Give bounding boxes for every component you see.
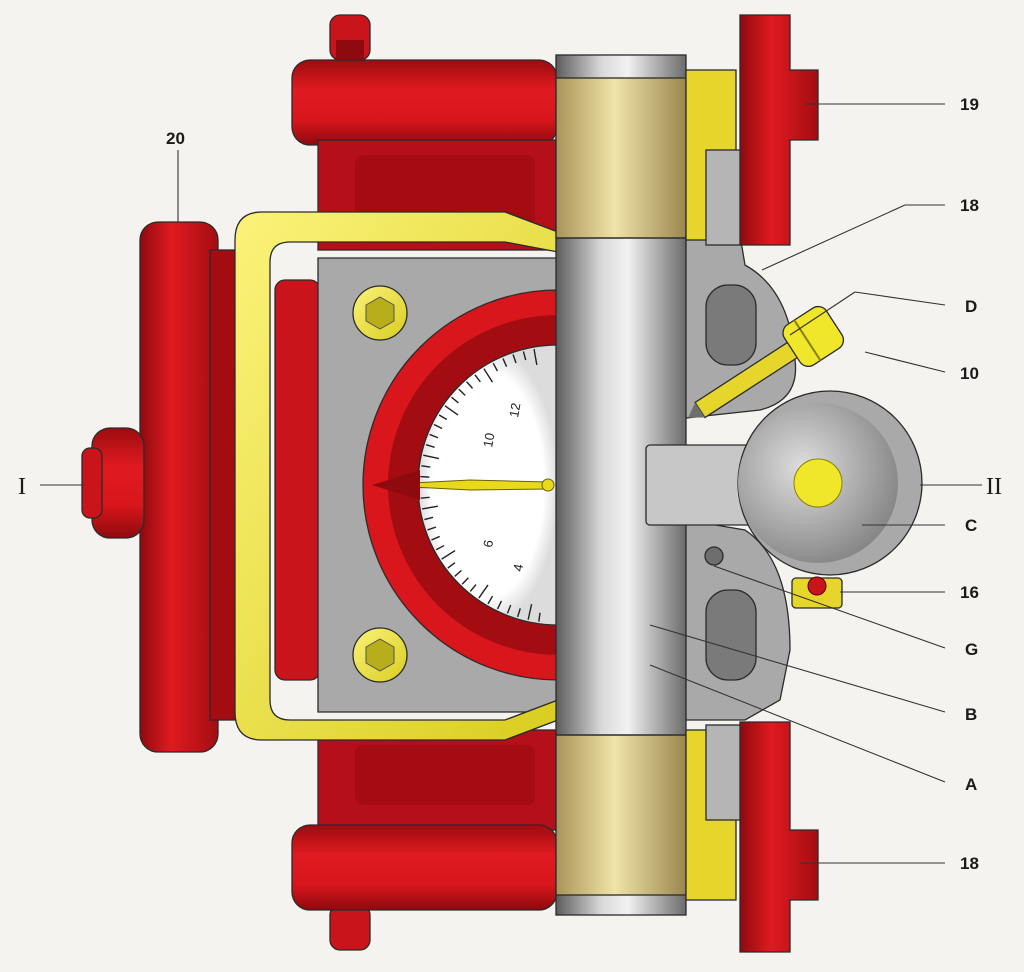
upper-sleeve bbox=[556, 78, 686, 238]
callout-10: 10 bbox=[960, 364, 979, 383]
dial-number-12: 12 bbox=[506, 402, 523, 419]
clamp-bottom bbox=[740, 722, 818, 952]
dial-tick bbox=[421, 497, 430, 498]
bottom-lug bbox=[330, 905, 370, 950]
passage-lower bbox=[706, 590, 756, 680]
callout-19: 19 bbox=[960, 95, 979, 114]
lower-sleeve bbox=[556, 735, 686, 895]
callout-18-top: 18 bbox=[960, 196, 979, 215]
callout-18-bottom: 18 bbox=[960, 854, 979, 873]
callout-d: D bbox=[965, 297, 977, 316]
callout-c: C bbox=[965, 516, 977, 535]
valve-body bbox=[646, 15, 922, 952]
top-coupling-ring bbox=[292, 60, 557, 145]
callout-g: G bbox=[965, 640, 978, 659]
callout-20: 20 bbox=[166, 129, 185, 148]
port-g bbox=[705, 547, 723, 565]
section-mark-right: II bbox=[986, 474, 1002, 500]
callout-16: 16 bbox=[960, 583, 979, 602]
bolt-bottom bbox=[353, 628, 407, 682]
screw-16 bbox=[792, 577, 842, 608]
bolt-top bbox=[353, 286, 407, 340]
clamp-top bbox=[740, 15, 818, 245]
section-mark-left: I bbox=[18, 474, 26, 500]
dial-number-10: 10 bbox=[480, 432, 497, 449]
passage-upper bbox=[706, 285, 756, 365]
callout-a: A bbox=[965, 775, 977, 794]
bottom-coupling-ring bbox=[292, 825, 557, 910]
dial-tick bbox=[420, 477, 429, 478]
callout-b: B bbox=[965, 705, 977, 724]
knob-center bbox=[794, 459, 842, 507]
left-flange-plate bbox=[140, 222, 218, 752]
